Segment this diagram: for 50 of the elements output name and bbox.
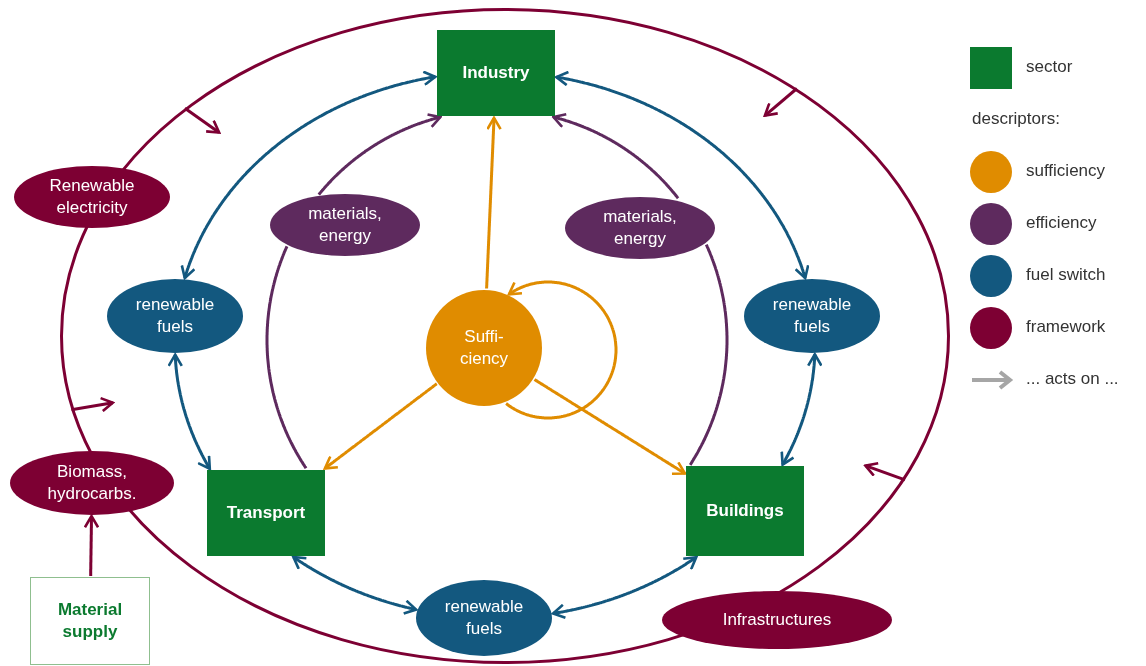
node-label: materials, energy — [307, 202, 383, 247]
descriptor-ellipse — [14, 166, 170, 228]
descriptor-ellipse — [416, 580, 552, 656]
descriptor-circle — [426, 290, 542, 406]
node-label: renewable fuels — [134, 293, 216, 338]
node-label: renewable fuels — [443, 595, 525, 640]
legend-label: framework — [1026, 317, 1106, 337]
arrow — [763, 87, 798, 117]
arrow — [323, 382, 438, 470]
node-label: Buildings — [705, 499, 785, 522]
node-label: Suffi- ciency — [458, 325, 510, 370]
arrow — [551, 556, 698, 620]
arrow — [167, 353, 212, 471]
descriptor-ellipse — [107, 279, 243, 353]
descriptor-ellipse — [270, 194, 420, 256]
legend-heading: descriptors: — [972, 109, 1060, 129]
sector-box — [686, 466, 804, 556]
legend-label: sufficiency — [1026, 161, 1106, 181]
node-label: Industry — [461, 61, 531, 84]
node-label: Transport — [225, 501, 307, 524]
arrow — [317, 113, 442, 196]
node-label: Material supply — [56, 598, 124, 643]
arrow — [292, 555, 418, 615]
legend-label: ... acts on ... — [1026, 369, 1119, 389]
descriptor-ellipse — [662, 591, 892, 649]
arrow — [552, 113, 680, 200]
node-label: Infrastructures — [721, 608, 833, 631]
arrow — [71, 396, 115, 413]
arrow — [780, 353, 823, 466]
arrow — [180, 70, 437, 280]
descriptor-ellipse — [744, 279, 880, 353]
legend-label: efficiency — [1026, 213, 1097, 233]
arrow — [485, 116, 502, 289]
node-label: Renewable electricity — [48, 174, 136, 219]
arrow — [864, 461, 906, 482]
node-label: renewable fuels — [771, 293, 853, 338]
node-label: materials, energy — [602, 205, 678, 250]
legend-label: sector — [1026, 57, 1073, 77]
arrow — [533, 378, 687, 476]
arrow — [555, 70, 810, 280]
arrow — [83, 514, 100, 577]
arrow — [505, 280, 618, 420]
legend-label: fuel switch — [1026, 265, 1106, 285]
descriptor-ellipse — [565, 197, 715, 259]
supply-box — [30, 577, 150, 665]
descriptor-ellipse — [10, 451, 174, 515]
sector-box — [437, 30, 555, 116]
arrow — [184, 106, 221, 134]
node-label: Biomass, hydrocarbs. — [46, 460, 138, 505]
sector-box — [207, 470, 325, 556]
